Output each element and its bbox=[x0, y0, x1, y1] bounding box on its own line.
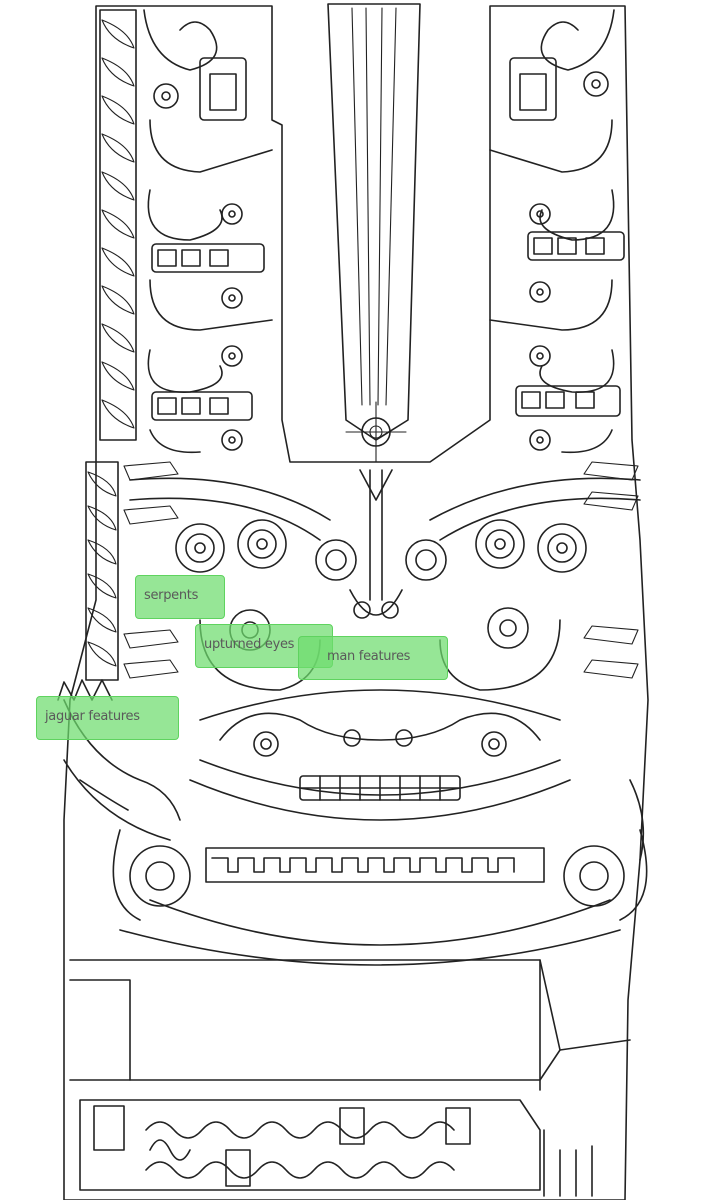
central-column bbox=[327, 3, 421, 441]
label-serpents: serpents bbox=[135, 575, 225, 619]
label-jaguar-features: jaguar features bbox=[36, 696, 179, 740]
label-human-features: man features bbox=[298, 636, 448, 680]
bottom-band bbox=[79, 1099, 593, 1197]
lower-body bbox=[69, 899, 631, 1091]
meander-band bbox=[205, 847, 545, 883]
left-braid-border bbox=[99, 9, 137, 441]
left-braid-twists bbox=[101, 19, 135, 429]
stela-outline bbox=[63, 5, 649, 1200]
ear-ornaments bbox=[112, 829, 648, 921]
serpent-heads bbox=[123, 461, 639, 679]
central-face bbox=[129, 469, 641, 691]
mouth bbox=[189, 689, 571, 821]
upper-right-panels bbox=[489, 9, 625, 454]
upper-left-panels bbox=[143, 9, 273, 454]
